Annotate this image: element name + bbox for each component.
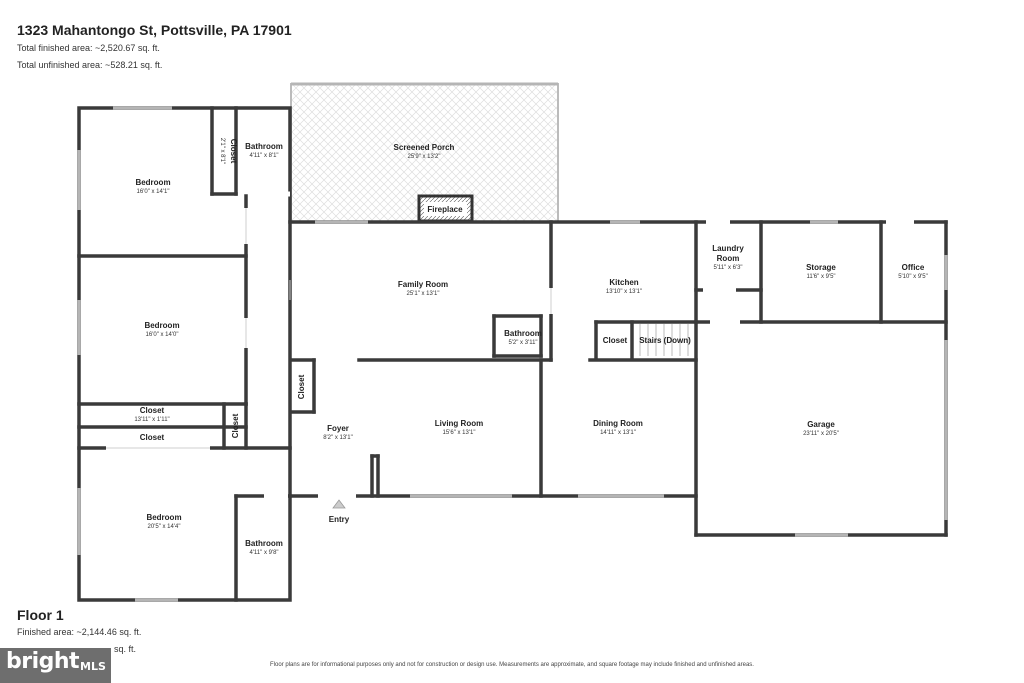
- kitchen-label: Kitchen: [609, 278, 638, 287]
- fireplace-label: Fireplace: [427, 205, 463, 214]
- kitchen-dims: 13'10" x 13'1": [606, 289, 642, 295]
- door-thresholds: [106, 208, 552, 449]
- bedroom-2-label: Bedroom: [144, 321, 179, 330]
- screened-porch-dims: 25'9" x 13'2": [408, 154, 441, 160]
- logo-suffix: MLS: [80, 660, 106, 673]
- total-unfinished-area: Total unfinished area: ~528.21 sq. ft.: [17, 60, 163, 70]
- floor-finished-area: Finished area: ~2,144.46 sq. ft.: [17, 627, 142, 637]
- storage-label: Storage: [806, 263, 836, 272]
- total-finished-area: Total finished area: ~2,520.67 sq. ft.: [17, 43, 160, 53]
- screened-porch-label: Screened Porch: [394, 143, 455, 152]
- bathroom-1-dims: 4'11" x 8'1": [249, 153, 278, 159]
- entry-label: Entry: [329, 515, 350, 524]
- closet-3-label: Closet: [140, 433, 165, 442]
- bathroom-2-dims: 5'2" x 3'11": [508, 340, 537, 346]
- bathroom-3-dims: 4'11" x 9'8": [249, 550, 278, 556]
- logo-brand: bright: [6, 649, 80, 674]
- office-dims: 5'10" x 9'5": [898, 274, 928, 280]
- family-room-label: Family Room: [398, 280, 448, 289]
- closet-1-dims: 2'1" x 8'1": [219, 138, 225, 164]
- stairs-label: Stairs (Down): [639, 336, 691, 345]
- bright-mls-logo: bright MLS: [0, 648, 111, 683]
- garage-dims: 23'11" x 20'5": [803, 431, 839, 437]
- floor-unfinished-area-partial: sq. ft.: [114, 644, 137, 654]
- office-label: Office: [902, 263, 925, 272]
- closet-1-label: Closet: [229, 139, 238, 164]
- fireplace-label-bg: [424, 202, 467, 216]
- bedroom-2-dims: 16'0" x 14'0": [146, 332, 179, 338]
- storage-dims: 11'6" x 9'5": [806, 274, 835, 280]
- bathroom-1-label: Bathroom: [245, 142, 283, 151]
- family-room-dims: 25'1" x 13'1": [407, 291, 440, 297]
- bathroom-2-label: Bathroom: [504, 329, 542, 338]
- closet-6-label: Closet: [603, 336, 628, 345]
- closet-2-dims: 13'11" x 1'11": [134, 417, 169, 423]
- entry-arrow-icon: [332, 499, 346, 509]
- closet-2-label: Closet: [140, 406, 165, 415]
- bedroom-3-label: Bedroom: [146, 513, 181, 522]
- living-room-label: Living Room: [435, 419, 483, 428]
- dining-room-dims: 14'11" x 13'1": [600, 430, 636, 436]
- garage-label: Garage: [807, 420, 835, 429]
- property-address: 1323 Mahantongo St, Pottsville, PA 17901: [17, 22, 292, 38]
- dining-room-label: Dining Room: [593, 419, 643, 428]
- floor-title: Floor 1: [17, 607, 64, 623]
- stairs-treads: [639, 324, 689, 356]
- bedroom-1-dims: 16'0" x 14'1": [137, 189, 170, 195]
- bathroom-3-label: Bathroom: [245, 539, 283, 548]
- foyer-dims: 8'2" x 13'1": [323, 435, 353, 441]
- laundry-room-label-2: Room: [717, 254, 740, 263]
- foyer-label: Foyer: [327, 424, 349, 433]
- windows: [77, 82, 948, 602]
- laundry-room-label-1: Laundry: [712, 244, 744, 253]
- bedroom-3-dims: 20'5" x 14'4": [148, 524, 181, 530]
- bedroom-1-label: Bedroom: [135, 178, 170, 187]
- laundry-room-dims: 5'11" x 6'3": [713, 265, 742, 271]
- closet-5-label: Closet: [297, 374, 306, 399]
- closet-4-label: Closet: [231, 413, 240, 438]
- disclaimer-text: Floor plans are for informational purpos…: [270, 662, 754, 668]
- living-room-dims: 15'6" x 13'1": [443, 430, 476, 436]
